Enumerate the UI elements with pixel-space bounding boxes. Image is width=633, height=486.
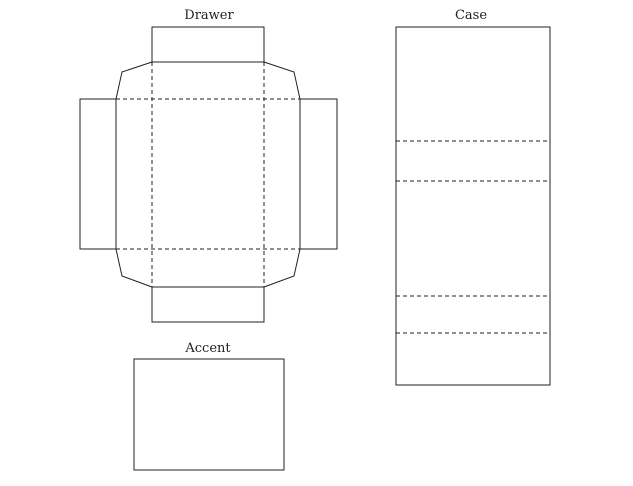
drawer-fold-lines [115, 61, 301, 288]
accent-outline [133, 358, 285, 471]
drawer-right-flap [299, 98, 338, 250]
drawer-bottom-flap [151, 286, 265, 323]
case-label: Case [454, 8, 488, 23]
drawer-corner-tab-top-right [263, 61, 301, 100]
accent-label: Accent [185, 341, 231, 356]
case-outline [395, 26, 551, 386]
accent-template [133, 358, 285, 471]
case-template [395, 26, 551, 386]
drawer-corner-tab-bottom-right [263, 248, 301, 288]
drawer-corner-tab-top-left [115, 61, 153, 100]
drawer-left-flap [79, 98, 117, 250]
drawer-template [79, 26, 338, 323]
drawer-top-flap [151, 26, 265, 63]
drawer-corner-tab-bottom-left [115, 248, 153, 288]
drawer-label: Drawer [184, 8, 234, 23]
case-fold-lines [396, 140, 550, 334]
